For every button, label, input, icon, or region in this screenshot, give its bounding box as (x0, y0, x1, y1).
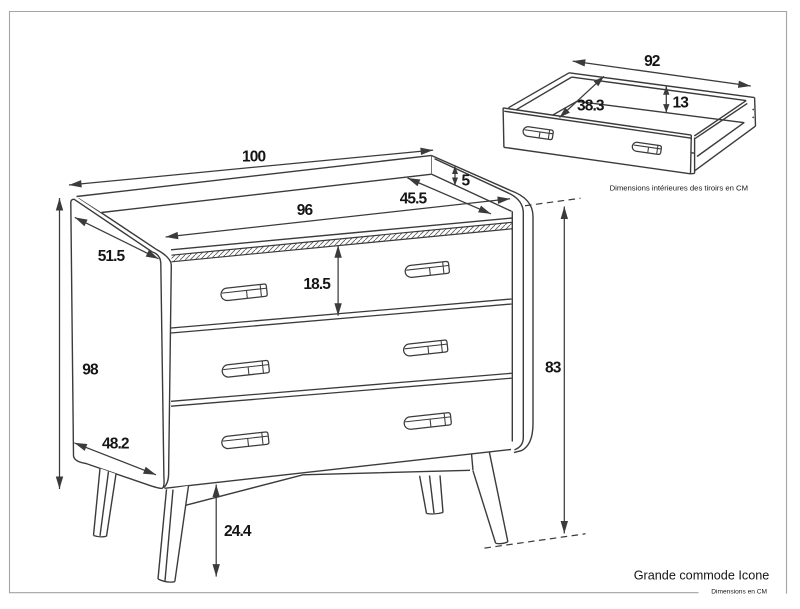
svg-text:45.5: 45.5 (400, 191, 428, 208)
svg-text:Grande commode Icone: Grande commode Icone (634, 568, 770, 582)
svg-text:38.3: 38.3 (577, 97, 605, 114)
svg-text:Dimensions intérieures des tir: Dimensions intérieures des tiroirs en CM (610, 184, 748, 193)
svg-text:48.2: 48.2 (102, 436, 129, 453)
svg-text:83: 83 (545, 359, 562, 376)
svg-text:96: 96 (297, 202, 314, 219)
svg-text:24.4: 24.4 (224, 523, 252, 540)
svg-text:Dimensions en CM: Dimensions en CM (711, 589, 767, 596)
svg-text:18.5: 18.5 (303, 276, 331, 293)
svg-text:51.5: 51.5 (98, 248, 126, 265)
svg-text:92: 92 (644, 53, 660, 70)
svg-text:5: 5 (462, 172, 471, 189)
svg-text:13: 13 (673, 95, 690, 112)
svg-text:100: 100 (242, 149, 265, 166)
svg-text:98: 98 (82, 362, 99, 379)
